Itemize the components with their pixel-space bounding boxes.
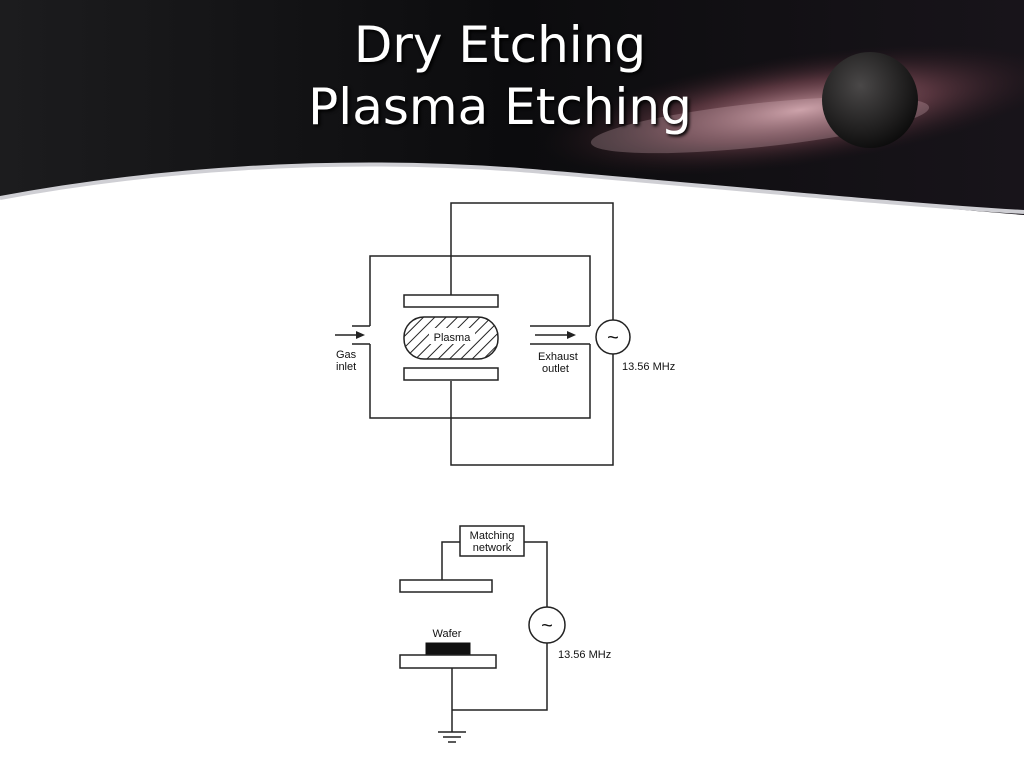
frequency-label: 13.56 MHz [622, 361, 675, 373]
wire-top [450, 202, 614, 320]
top-electrode [399, 579, 493, 593]
gas-inlet-label-2: inlet [336, 361, 356, 373]
wafer [425, 642, 471, 656]
rf-source-icon [528, 606, 566, 644]
slide-title: Dry Etching Plasma Etching [0, 14, 1000, 138]
bottom-electrode [399, 654, 497, 669]
matching-label-1: Matching [470, 530, 515, 542]
bottom-electrode [403, 367, 499, 381]
exhaust-label-2: outlet [542, 363, 569, 375]
header-banner [0, 0, 1024, 215]
chamber-wall-lower [369, 344, 591, 419]
rf-source-symbol: ~ [607, 327, 619, 349]
top-electrode [403, 294, 499, 308]
plasma-reactor-diagram: Plasma Gas inlet Exhaust outlet ~ 13.56 … [335, 202, 675, 466]
gas-inlet-arrow-icon [356, 331, 365, 339]
plasma-label: Plasma [434, 332, 472, 344]
chamber-wall [369, 255, 591, 326]
wire-bottom [450, 354, 614, 466]
wire-bottom [452, 643, 548, 711]
matching-network-box [459, 525, 525, 557]
rf-matching-diagram: Matching network Wafer ~ 13.56 MHz [399, 525, 611, 743]
wafer-label: Wafer [433, 628, 462, 640]
wire-top [441, 541, 460, 580]
rf-source-icon [595, 319, 631, 355]
frequency-label: 13.56 MHz [558, 649, 611, 661]
rf-source-symbol: ~ [541, 615, 553, 637]
planet-graphic [822, 52, 918, 148]
gas-inlet-label-1: Gas [336, 349, 357, 361]
exhaust-label-1: Exhaust [538, 351, 578, 363]
wire-right [524, 541, 548, 608]
exhaust-arrow-icon [567, 331, 576, 339]
title-line-2: Plasma Etching [308, 78, 692, 136]
matching-label-2: network [473, 542, 512, 554]
title-line-1: Dry Etching [353, 16, 647, 74]
